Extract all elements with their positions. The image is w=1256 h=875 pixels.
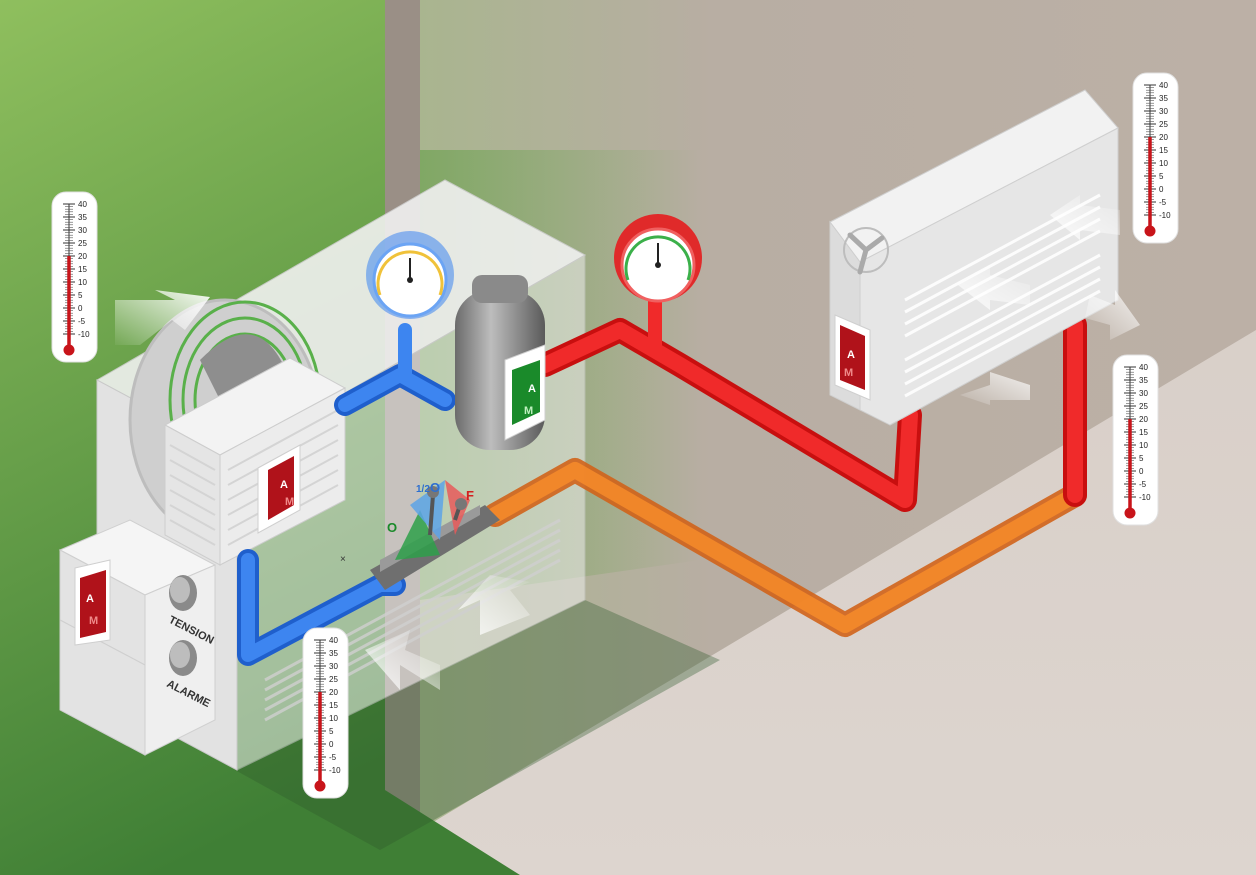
thermometer-tick-label: 15	[78, 265, 87, 274]
marker-x: ×	[340, 554, 346, 565]
thermometer-tick-label: 5	[329, 727, 334, 736]
svg-text:A: A	[847, 349, 855, 361]
thermometer-icon: 40 35 30 25 20 15 10 5 0 -5 -10	[1132, 72, 1179, 244]
svg-text:M: M	[89, 615, 98, 627]
svg-text:A: A	[528, 383, 536, 395]
thermometer-tick-label: -5	[329, 753, 337, 762]
airflow-arrow-icon	[115, 290, 210, 345]
thermometer-tick-label: 30	[78, 226, 87, 235]
thermometer-icon: 40 35 30 25 20 15 10 5 0 -5 -10	[1112, 354, 1159, 526]
thermometer-tick-label: 40	[1139, 363, 1148, 372]
thermometer-tick-label: 0	[1139, 467, 1144, 476]
thermometer-tick-label: 35	[1159, 94, 1168, 103]
switch-accumulator[interactable]: A M	[504, 344, 546, 441]
thermometer-tick-label: 25	[78, 239, 87, 248]
thermometer-tick-label: -10	[1159, 211, 1171, 220]
service-valve[interactable]	[370, 480, 500, 590]
thermometer-tick-label: 40	[329, 636, 338, 645]
thermometer-tick-label: 20	[329, 688, 338, 697]
thermometer-tick-label: -5	[78, 317, 86, 326]
switch-compressor[interactable]: A M	[257, 444, 301, 534]
thermometer-tick-label: 20	[1159, 133, 1168, 142]
airflow-arrow-icon	[960, 372, 1030, 405]
thermometer-tick-label: -10	[329, 766, 341, 775]
thermometer-tick-label: 15	[329, 701, 338, 710]
thermometer-tick-label: 25	[1159, 120, 1168, 129]
thermometer-icon: 40 35 30 25 20 15 10 5 0 -5 -10	[51, 191, 98, 363]
switch-indoor-unit[interactable]: A M	[834, 314, 871, 401]
thermometer-icon: 40 35 30 25 20 15 10 5 0 -5 -10	[302, 627, 349, 799]
thermometer-tick-label: 30	[1159, 107, 1168, 116]
valve-label-closed: F	[466, 488, 474, 503]
thermometer-tick-label: 35	[1139, 376, 1148, 385]
thermometer-bulb	[1124, 507, 1136, 519]
thermometer-tick-label: -10	[1139, 493, 1151, 502]
thermometer-tick-label: 40	[1159, 81, 1168, 90]
svg-text:A: A	[86, 593, 94, 605]
airflow-arrow-icon	[458, 575, 530, 635]
thermometer-tick-label: -10	[78, 330, 90, 339]
thermometer-tick-label: 25	[1139, 402, 1148, 411]
thermometer-tick-label: 40	[78, 200, 87, 209]
svg-text:M: M	[844, 367, 853, 379]
airflow-arrow-icon	[1085, 290, 1140, 340]
svg-text:A: A	[280, 479, 288, 491]
thermometer-bulb	[63, 344, 75, 356]
airflow-arrow-icon	[1050, 195, 1120, 240]
thermometer-tick-label: 35	[78, 213, 87, 222]
thermometer-tick-label: 5	[1139, 454, 1144, 463]
thermometer-tick-label: 10	[1159, 159, 1168, 168]
thermometer-tick-label: 0	[1159, 185, 1164, 194]
alarme-light[interactable]	[169, 640, 197, 676]
thermometer-tick-label: 20	[1139, 415, 1148, 424]
airflow-arrow-icon	[365, 630, 440, 690]
thermometer-tick-label: 10	[329, 714, 338, 723]
thermometer-tick-label: 10	[78, 278, 87, 287]
high-pressure-pipe	[533, 293, 1087, 512]
thermometer-tick-label: 35	[329, 649, 338, 658]
thermometer-tick-label: 30	[329, 662, 338, 671]
low-pressure-gauge[interactable]	[366, 231, 454, 319]
thermometer-tick-label: 5	[78, 291, 83, 300]
valve-label-half: 1/2	[416, 484, 430, 495]
svg-text:M: M	[524, 405, 533, 417]
thermometer-tick-label: -5	[1139, 480, 1147, 489]
indoor-fan-icon	[843, 227, 889, 275]
tension-light[interactable]	[169, 575, 197, 611]
thermometer-bulb	[314, 780, 326, 792]
airflow-arrow-icon	[958, 265, 1030, 310]
svg-text:M: M	[285, 496, 294, 508]
thermometer-bulb	[1144, 225, 1156, 237]
liquid-pipe	[483, 458, 1087, 637]
control-box	[58, 519, 217, 756]
thermometer-tick-label: 20	[78, 252, 87, 261]
thermometer-tick-label: 15	[1139, 428, 1148, 437]
thermometer-tick-label: 5	[1159, 172, 1164, 181]
thermometers: 40 35 30 25 20 15 10 5 0 -5 -10 40 35 30 25 20 15 10 5 0 -5 -…	[51, 72, 1179, 799]
thermometer-tick-label: 10	[1139, 441, 1148, 450]
thermometer-tick-label: 15	[1159, 146, 1168, 155]
thermometer-tick-label: 30	[1139, 389, 1148, 398]
high-pressure-gauge[interactable]	[614, 214, 702, 303]
switch-control-box[interactable]: A M	[74, 559, 111, 646]
valve-label-open: O	[387, 520, 397, 535]
thermometer-tick-label: 0	[78, 304, 83, 313]
thermometer-tick-label: 25	[329, 675, 338, 684]
thermometer-tick-label: 0	[329, 740, 334, 749]
thermometer-tick-label: -5	[1159, 198, 1167, 207]
valve-label-open2: O	[430, 480, 440, 495]
